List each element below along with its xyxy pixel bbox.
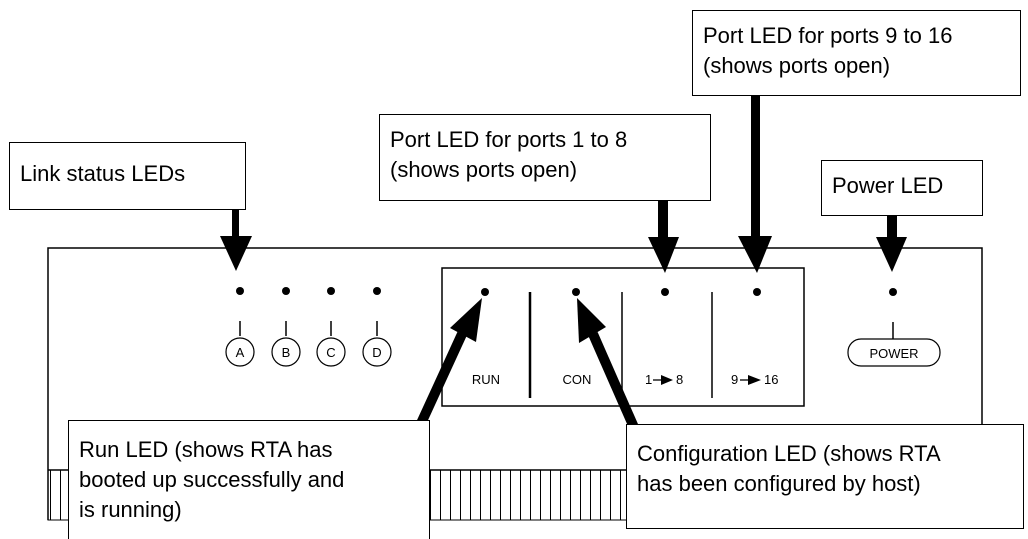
callout-port-1-8: Port LED for ports 1 to 8 (shows ports o…: [379, 114, 711, 201]
led-port-1-8: [661, 288, 669, 296]
callout-port-1-8-line-2: (shows ports open): [390, 157, 578, 182]
led-link-b: [282, 287, 290, 295]
callout-link-status: Link status LEDs: [9, 142, 246, 210]
arrow-power: [876, 216, 907, 272]
power-label: POWER: [869, 346, 918, 361]
callout-power-text: Power LED: [832, 173, 944, 198]
link-label-d: D: [372, 345, 381, 360]
led-con: [572, 288, 580, 296]
callout-port-9-16-line-1: Port LED for ports 9 to 16: [703, 23, 953, 48]
callout-config-line-2: has been configured by host): [637, 471, 921, 496]
arrow-link-status: [220, 210, 252, 271]
status-label-ports-1-8-to: 8: [676, 372, 683, 387]
callout-port-9-16-line-2: (shows ports open): [703, 53, 891, 78]
callout-run-line-2: booted up successfully and: [79, 467, 345, 492]
link-label-c: C: [326, 345, 335, 360]
arrow-config: [577, 298, 641, 435]
arrow-run: [413, 298, 482, 433]
link-label-a: A: [236, 345, 245, 360]
callout-port-1-8-line-1: Port LED for ports 1 to 8: [390, 127, 628, 152]
arrow-port-9-16: [738, 96, 772, 273]
status-label-ports-9-16-from: 9: [731, 372, 738, 387]
callout-run-line-1: Run LED (shows RTA has: [79, 437, 333, 462]
callout-power: Power LED: [821, 160, 983, 216]
arrow-port-1-8: [648, 201, 679, 273]
status-label-run: RUN: [472, 372, 500, 387]
port-range-arrow-icon: [740, 375, 761, 385]
callout-run-line-3: is running): [79, 497, 182, 522]
led-run: [481, 288, 489, 296]
callout-link-status-text: Link status LEDs: [20, 161, 186, 186]
led-link-c: [327, 287, 335, 295]
callout-run: Run LED (shows RTA has booted up success…: [68, 420, 430, 539]
callout-config: Configuration LED (shows RTA has been co…: [626, 424, 1024, 529]
status-label-ports-9-16-to: 16: [764, 372, 778, 387]
device-front-panel: [47, 247, 983, 520]
port-range-arrow-icon: [653, 375, 673, 385]
status-label-con: CON: [563, 372, 592, 387]
led-link-a: [236, 287, 244, 295]
led-power: [889, 288, 897, 296]
callout-config-line-1: Configuration LED (shows RTA: [637, 441, 941, 466]
led-link-d: [373, 287, 381, 295]
callout-port-9-16: Port LED for ports 9 to 16 (shows ports …: [692, 10, 1021, 96]
status-label-ports-1-8-from: 1: [645, 372, 652, 387]
link-label-b: B: [282, 345, 291, 360]
led-port-9-16: [753, 288, 761, 296]
